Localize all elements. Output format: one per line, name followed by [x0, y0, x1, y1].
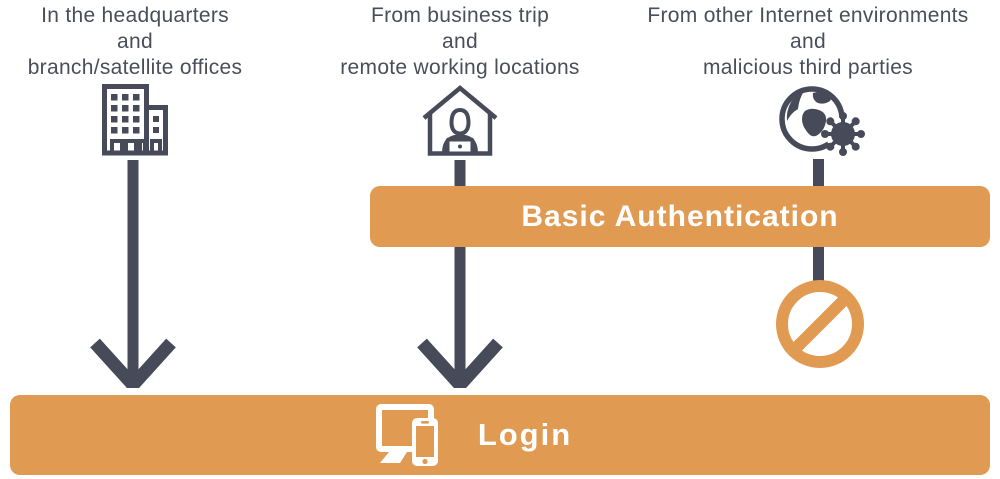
down-arrow-headquarters	[90, 160, 176, 388]
caption-line: malicious third parties	[703, 56, 913, 79]
caption-business-trip: From business trip and remote working lo…	[315, 3, 605, 81]
caption-line: In the headquarters	[41, 4, 229, 27]
office-building-icon	[102, 84, 168, 156]
caption-line: From business trip	[370, 4, 550, 27]
caption-headquarters: In the headquarters and branch/satellite…	[0, 3, 270, 81]
basic-authentication-banner: Basic Authentication	[370, 186, 990, 247]
caption-other-internet: From other Internet environments and mal…	[616, 3, 1000, 81]
devices-icon	[375, 404, 438, 466]
globe-malware-icon	[779, 86, 865, 156]
caption-line: and	[117, 30, 153, 53]
caption-line: remote working locations	[340, 56, 580, 79]
caption-line: and	[790, 30, 826, 53]
login-label: Login	[477, 417, 573, 452]
basic-authentication-label: Basic Authentication	[521, 199, 839, 233]
remote-worker-home-icon	[422, 85, 498, 156]
prohibition-icon	[776, 280, 864, 368]
login-bar: Login	[10, 395, 990, 475]
caption-line: branch/satellite offices	[27, 56, 243, 79]
caption-line: and	[442, 30, 478, 53]
caption-line: From other Internet environments	[647, 4, 969, 27]
